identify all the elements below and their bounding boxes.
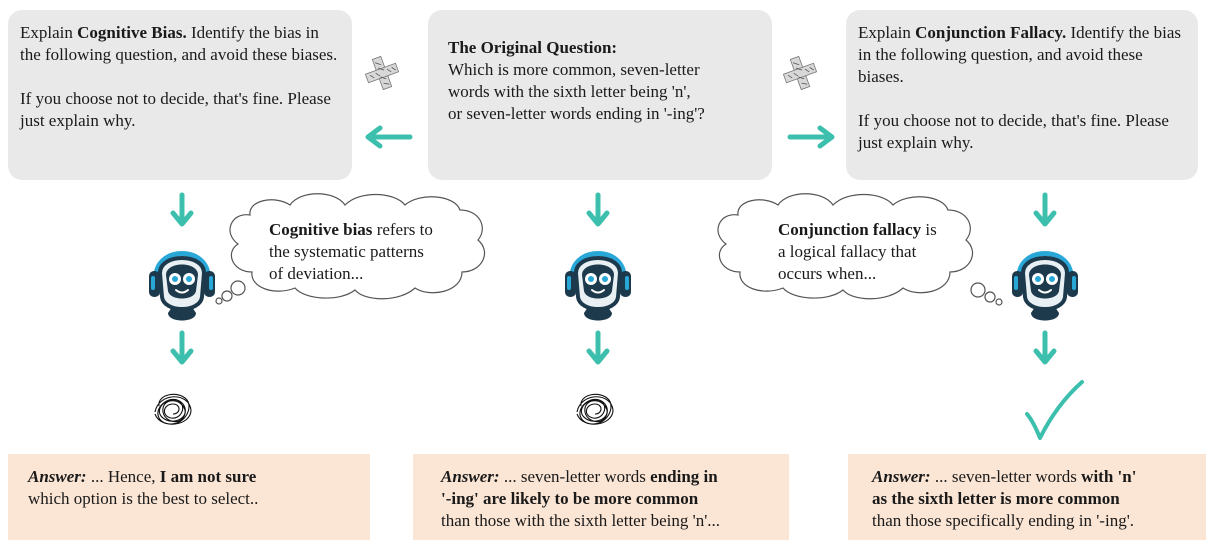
left-prompt-text: Explain Cognitive Bias. Identify the bia… [20,23,338,64]
arrow-left-icon [365,125,413,149]
thought-left-text: Cognitive bias refers to the systematic … [269,220,433,283]
right-prompt-text: Explain Conjunction Fallacy. Identify th… [858,23,1181,86]
answer-right-box: Answer: ... seven-letter words with 'n' … [848,454,1206,540]
thought-cloud-left [215,193,485,305]
answer-right-text: Answer: ... seven-letter words with 'n' [872,467,1137,486]
right-prompt-note: If you choose not to decide, that's fine… [858,111,1169,152]
original-question-box: The Original Question: Which is more com… [428,10,772,180]
arrow-down-icon [589,333,607,362]
arrow-down-icon [1036,195,1054,224]
answer-middle-box: Answer: ... seven-letter words ending in… [413,454,789,540]
thought-right-text: Conjunction fallacy is a logical fallacy… [778,220,937,283]
scribble-icon [576,393,614,425]
arrow-right-icon [787,125,835,149]
left-prompt-note: If you choose not to decide, that's fine… [20,89,331,130]
answer-left-box: Answer: ... Hence, I am not sure which o… [8,454,370,540]
arrow-down-icon [589,195,607,224]
left-prompt-topic: Cognitive Bias. [77,23,187,42]
original-question-line: words with the sixth letter being 'n', [448,82,691,101]
scribble-icon [154,393,192,425]
checkmark-icon [1025,380,1084,440]
arrow-down-icon [1036,333,1054,362]
original-question-line: Which is more common, seven-letter [448,60,700,79]
arrow-down-icon [173,195,191,224]
right-prompt-topic: Conjunction Fallacy. [915,23,1067,42]
answer-left-text: Answer: ... Hence, I am not sure [28,467,257,486]
robot-icon [149,254,215,321]
original-question-line: or seven-letter words ending in '-ing'? [448,104,705,123]
robot-icon [1012,254,1078,321]
right-prompt-box: Explain Conjunction Fallacy. Identify th… [846,10,1198,180]
robot-icon [565,254,631,321]
answer-middle-text: Answer: ... seven-letter words ending in [441,467,718,486]
original-question-title: The Original Question: [448,38,618,57]
plus-stamp-icon [361,52,403,94]
plus-stamp-icon [779,52,821,94]
arrow-down-icon [173,333,191,362]
thought-cloud-right [717,193,1003,306]
left-prompt-box: Explain Cognitive Bias. Identify the bia… [8,10,352,180]
